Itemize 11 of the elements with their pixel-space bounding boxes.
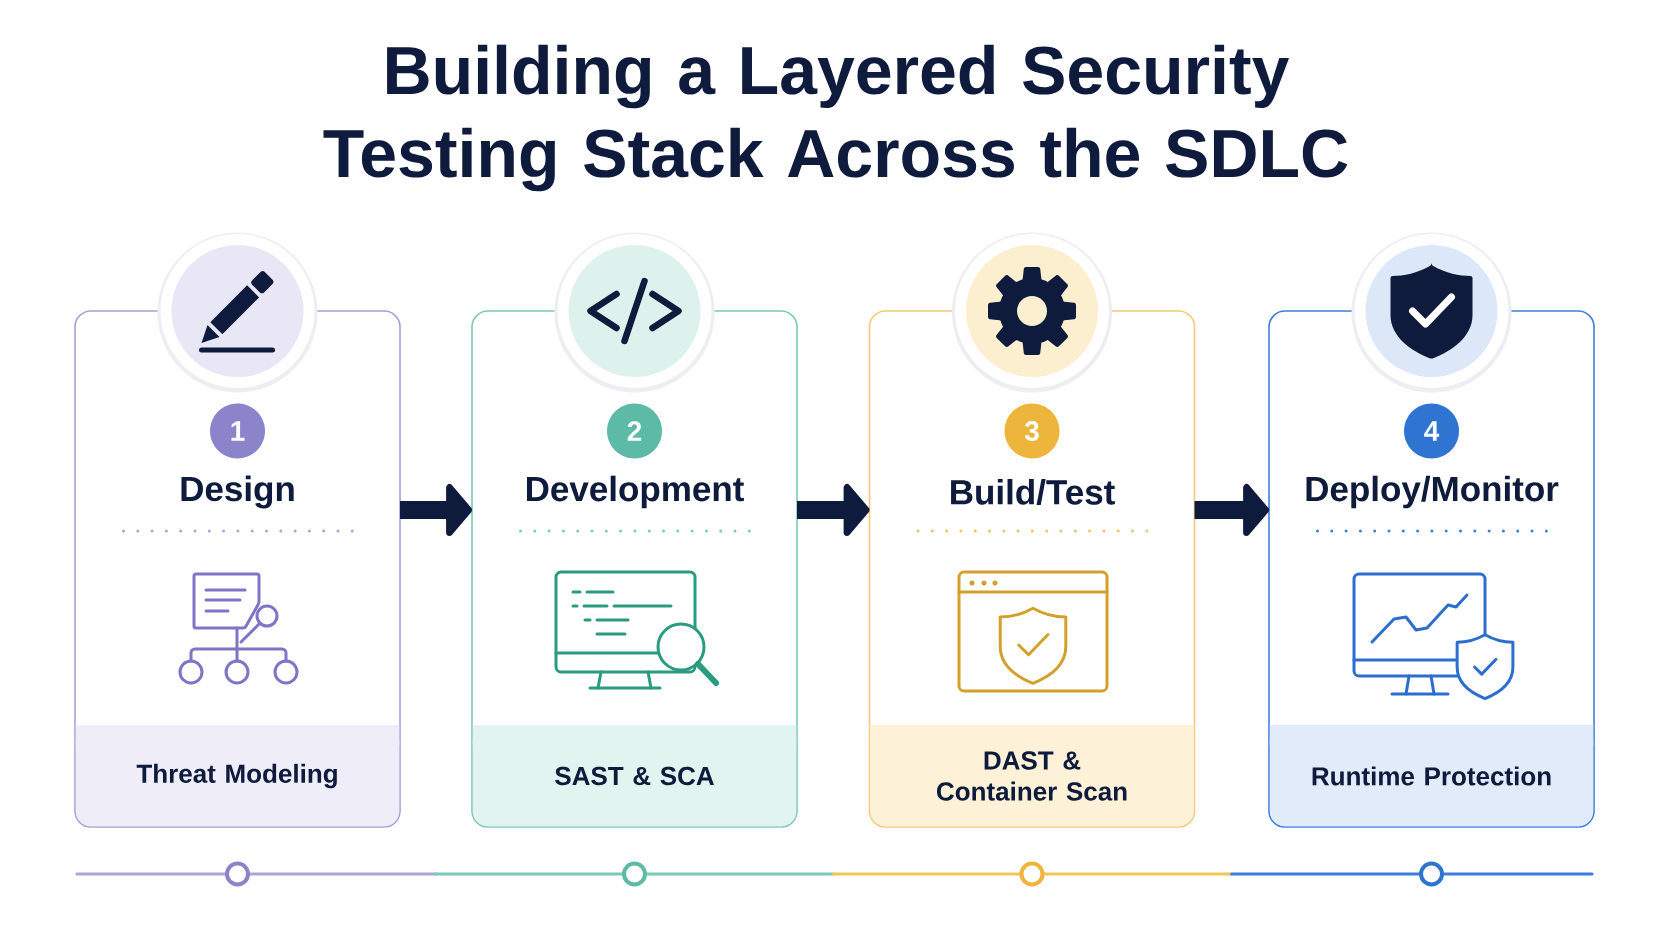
number-badge: 3	[1004, 403, 1060, 459]
arrow	[1194, 484, 1269, 536]
number-badge: 4	[1404, 403, 1459, 459]
arrow	[400, 484, 472, 536]
footer-band: Threat Modeling	[75, 725, 400, 827]
footer-band: DAST & Container Scan	[870, 725, 1194, 827]
footer-band: Runtime Protection	[1269, 725, 1594, 827]
number-badge: 1	[210, 403, 265, 459]
title: Building a Layered Security Testing Stack Across the SDLC	[323, 44, 1348, 192]
footer-band: SAST & SCA	[472, 725, 797, 827]
number-badge: 2	[607, 403, 662, 459]
